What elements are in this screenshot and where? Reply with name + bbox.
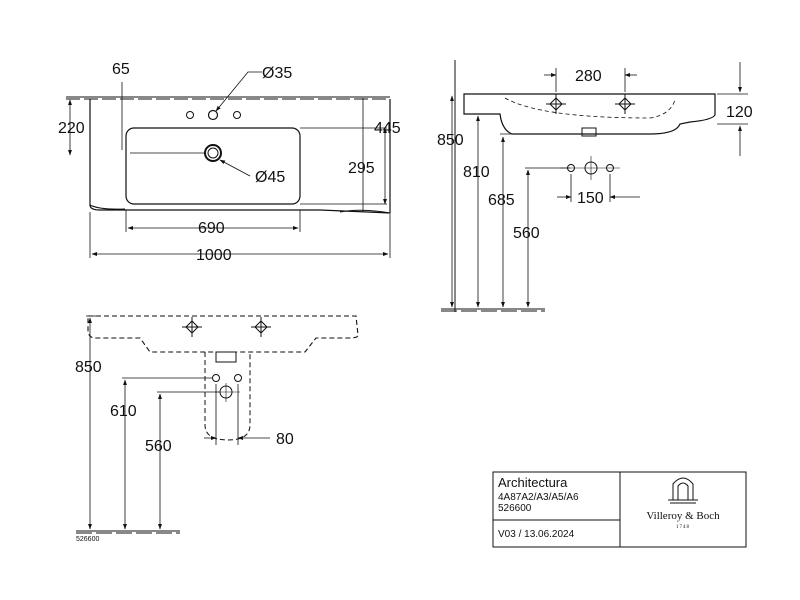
front-connection-left-icon (212, 374, 220, 382)
tap-hole-right-icon (233, 111, 241, 119)
front-basin-outline (87, 315, 359, 353)
dim-tap-offset-label: 65 (112, 61, 130, 78)
dim-side-150-label: 150 (577, 190, 604, 207)
dim-rim-height-label: 810 (463, 164, 490, 181)
dim-bowl-width-label: 690 (198, 220, 225, 237)
front-connection-right-icon (234, 374, 242, 382)
dim-front-560-label: 560 (145, 438, 172, 455)
plan-view: 65 Ø35 220 445 295 Ø45 690 1000 (58, 61, 401, 264)
dim-mount-holes-label: 280 (575, 68, 602, 85)
siphon-cover-outline (204, 352, 251, 441)
brand-year: 1748 (676, 525, 690, 530)
drain-icon (204, 144, 222, 162)
title-block: Architectura 4A87A2/A3/A5/A6 526600 V03 … (492, 471, 747, 548)
article-number: 526600 (498, 503, 532, 514)
front-mount-right-icon (251, 317, 271, 337)
dim-side-height-label: 850 (437, 132, 464, 149)
dim-depth-label: 445 (374, 120, 401, 137)
side-basin-outline (463, 93, 716, 135)
side-view: 280 120 850 810 685 560 150 (437, 60, 753, 312)
product-name: Architectura (498, 475, 568, 490)
dim-bowl-depth-label: 295 (348, 160, 375, 177)
front-view: 850 610 560 80 526600 (75, 315, 359, 543)
version-label: V03 / 13.06.2024 (498, 529, 575, 540)
brand-name: Villeroy & Boch (646, 510, 720, 522)
product-codes: 4A87A2/A3/A5/A6 (498, 492, 579, 503)
dim-tap-hole-label: Ø35 (262, 65, 292, 82)
dim-overall-width-label: 1000 (196, 247, 232, 264)
dim-drain-label: Ø45 (255, 169, 285, 186)
dim-thickness-label: 120 (726, 104, 753, 121)
dim-685-label: 685 (488, 192, 515, 209)
tap-hole-left-icon (186, 111, 194, 119)
tap-hole-center-icon (207, 109, 219, 121)
plan-wall-line (66, 96, 390, 100)
sheet-code-label: 526600 (76, 536, 99, 543)
dim-front-80-label: 80 (276, 431, 294, 448)
mount-hole-left-icon (546, 94, 566, 114)
dim-front-height-label: 850 (75, 359, 102, 376)
front-mount-left-icon (182, 317, 202, 337)
mount-hole-right-icon (615, 94, 635, 114)
dim-back-to-bowl-label: 220 (58, 120, 85, 137)
dim-side-560-label: 560 (513, 225, 540, 242)
plan-bowl-outline (125, 127, 301, 205)
dim-front-610-label: 610 (110, 403, 137, 420)
brand-logo-icon (668, 477, 698, 504)
